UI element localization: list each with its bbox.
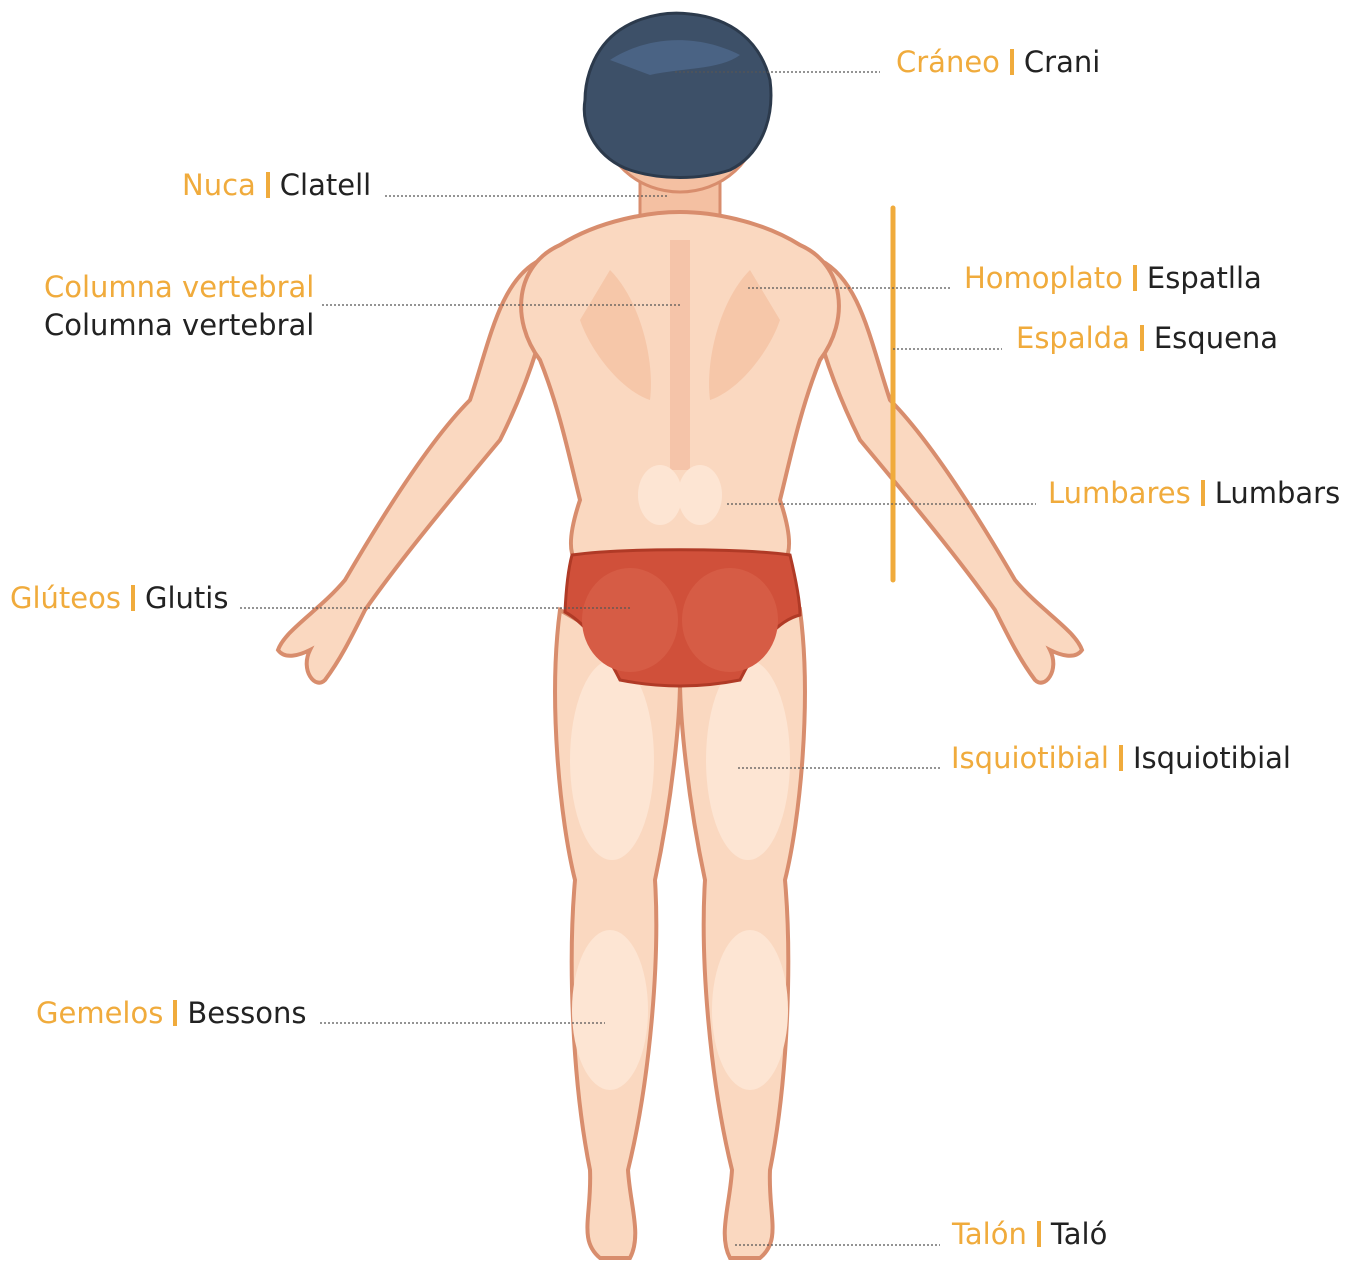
separator-bar <box>1133 265 1137 291</box>
label-craneo: Cráneo Crani <box>896 44 1100 80</box>
label-gluteos-ca: Glutis <box>145 581 228 615</box>
label-talon-ca: Taló <box>1051 1217 1108 1251</box>
label-espalda-es: Espalda <box>1016 321 1130 355</box>
hair <box>584 13 771 177</box>
separator-bar <box>173 1000 177 1026</box>
label-homoplato-es: Homoplato <box>964 261 1123 295</box>
label-nuca-ca: Clatell <box>280 168 371 202</box>
label-nuca-es: Nuca <box>182 168 256 202</box>
label-gluteos: Glúteos Glutis <box>10 580 228 616</box>
label-nuca: Nuca Clatell <box>182 167 371 203</box>
label-isquio-ca: Isquiotibial <box>1133 741 1291 775</box>
label-columna-ca: Columna vertebral <box>44 306 314 344</box>
separator-bar <box>131 585 135 611</box>
label-talon: Talón Taló <box>952 1216 1107 1252</box>
label-espalda-ca: Esquena <box>1154 321 1278 355</box>
label-gluteos-es: Glúteos <box>10 581 121 615</box>
label-columna: Columna vertebral Columna vertebral <box>44 268 314 344</box>
label-lumbares-ca: Lumbars <box>1215 476 1341 510</box>
label-isquio-es: Isquiotibial <box>951 741 1109 775</box>
label-gemelos-ca: Bessons <box>187 996 306 1030</box>
label-columna-es: Columna vertebral <box>44 268 314 306</box>
label-homoplato-ca: Espatlla <box>1147 261 1262 295</box>
separator-bar <box>266 172 270 198</box>
label-homoplato: Homoplato Espatlla <box>964 260 1262 296</box>
label-gemelos-es: Gemelos <box>36 996 163 1030</box>
separator-bar <box>1201 480 1205 506</box>
left-arm <box>278 260 545 683</box>
separator-bar <box>1140 325 1144 351</box>
label-craneo-ca: Crani <box>1024 45 1100 79</box>
label-gemelos: Gemelos Bessons <box>36 995 307 1031</box>
label-espalda: Espalda Esquena <box>1016 320 1278 356</box>
separator-bar <box>1119 745 1123 771</box>
separator-bar <box>1010 49 1014 75</box>
label-lumbares-es: Lumbares <box>1048 476 1191 510</box>
label-talon-es: Talón <box>952 1217 1027 1251</box>
separator-bar <box>1037 1221 1041 1247</box>
label-craneo-es: Cráneo <box>896 45 1000 79</box>
label-isquio: Isquiotibial Isquiotibial <box>951 740 1291 776</box>
label-lumbares: Lumbares Lumbars <box>1048 475 1340 511</box>
